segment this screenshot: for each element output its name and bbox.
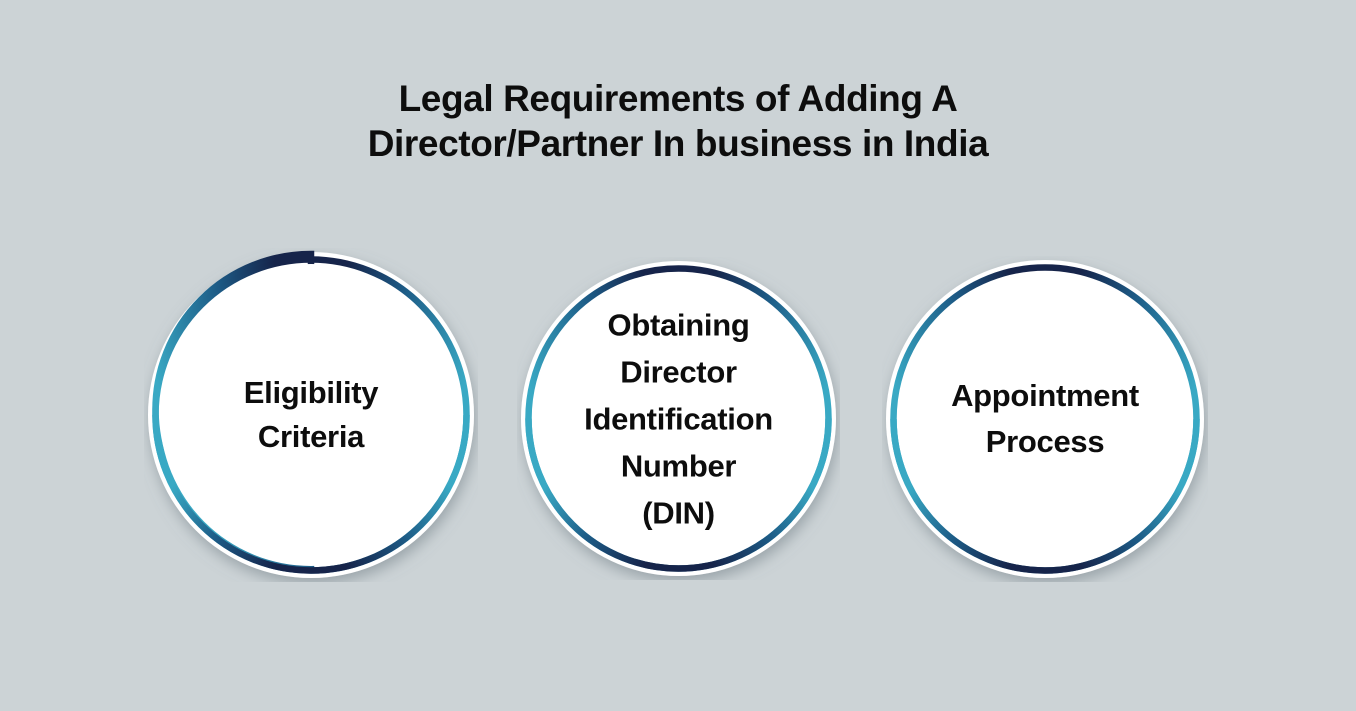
circle-ring-2 [521,261,836,576]
circle-node-appointment-process[interactable]: Appointment Process [882,256,1208,582]
page-title-line-2: Director/Partner In business in India [367,123,989,164]
circle-node-eligibility-criteria[interactable]: Eligibility Criteria [144,248,478,582]
page-title-line-1: Legal Requirements of Adding A [398,78,958,119]
circle-node-obtaining-din[interactable]: Obtaining Director Identification Number… [517,257,840,580]
circle-ring-1 [148,250,474,578]
page-title: Legal Requirements of Adding A Director/… [0,76,1356,166]
circle-ring-3 [886,260,1204,578]
